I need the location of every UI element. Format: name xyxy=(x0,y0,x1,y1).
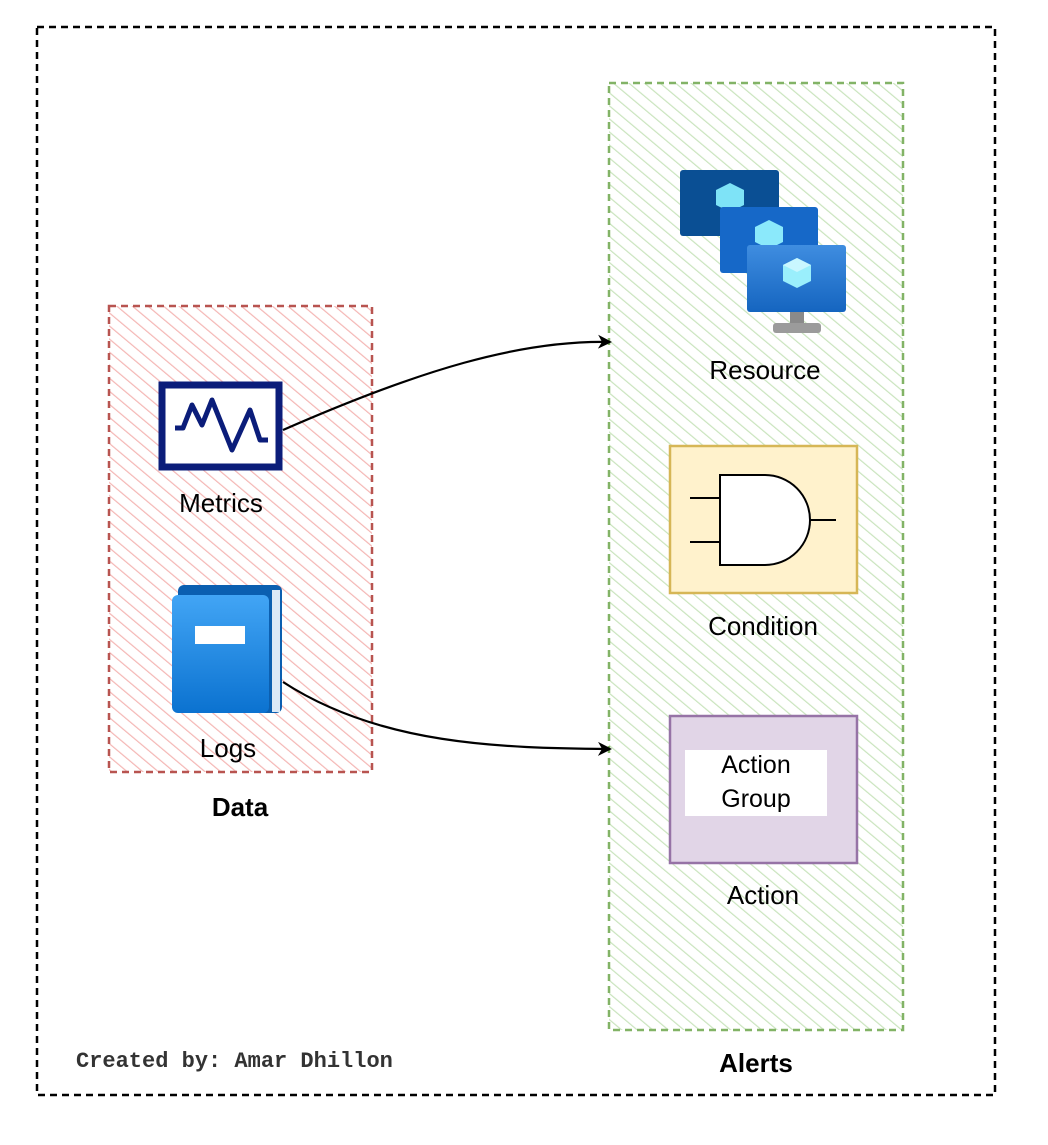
edge-logs-to-action xyxy=(282,681,612,756)
logs-label: Logs xyxy=(199,733,257,763)
action-box xyxy=(668,714,859,865)
condition-label: Condition xyxy=(708,611,818,641)
metrics-label: Metrics xyxy=(179,488,263,518)
action-group-line2: Group xyxy=(721,785,791,813)
action-group-line1: Action xyxy=(721,751,791,779)
metrics-chart-icon xyxy=(158,381,283,471)
resource-label: Resource xyxy=(709,355,821,385)
outer-frame xyxy=(35,25,997,1097)
action-label: Action xyxy=(726,880,800,910)
data-group-label: Data xyxy=(211,792,269,822)
credit-text: Created by: Amar Dhillon xyxy=(76,1049,393,1074)
and-gate-icon xyxy=(690,474,836,566)
alerts-group-label: Alerts xyxy=(719,1048,793,1078)
log-book-icon xyxy=(172,585,282,713)
virtual-machines-icon xyxy=(680,170,846,333)
edge-metrics-to-resource xyxy=(282,334,612,432)
